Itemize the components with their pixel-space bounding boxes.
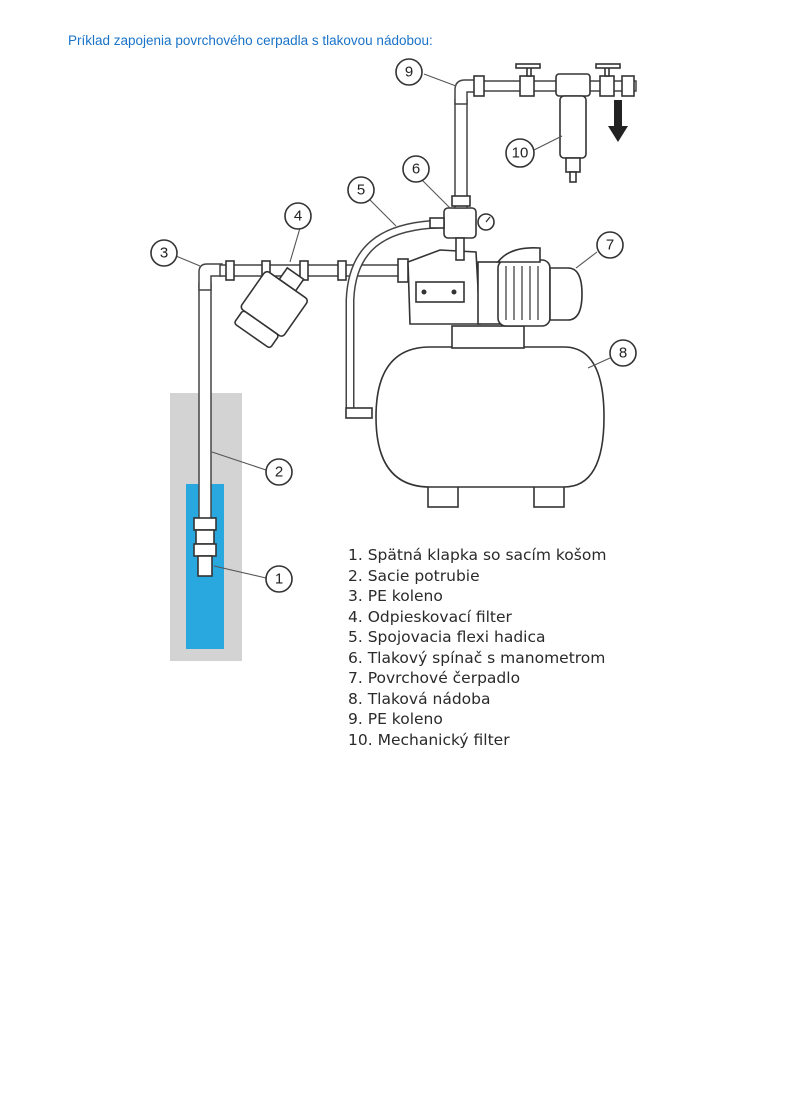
mechanical-filter: [555, 73, 591, 183]
svg-text:5: 5: [357, 182, 365, 199]
callout-8: 8: [609, 339, 637, 367]
surface-pump: [407, 246, 583, 327]
legend-item: 5. Spojovacia flexi hadica: [348, 628, 546, 646]
callout-6: 6: [402, 155, 430, 183]
delivery-riser: [454, 99, 468, 209]
callout-4: 4: [284, 202, 312, 230]
leader-7: [575, 251, 598, 269]
pe-elbow-suction: [198, 263, 223, 291]
callout-9: 9: [395, 58, 423, 86]
svg-text:10: 10: [512, 145, 529, 162]
leader-8: [587, 357, 611, 369]
legend-item: 1. Spätná klapka so sacím košom: [348, 546, 607, 564]
legend-item: 6. Tlakový spínač s manometrom: [348, 648, 606, 667]
svg-text:7: 7: [606, 237, 614, 254]
check-valve-with-strainer: [193, 517, 217, 577]
callout-3: 3: [150, 239, 178, 267]
horizontal-suction-line: [219, 264, 411, 277]
flow-direction-arrow: [608, 100, 628, 142]
leader-9: [423, 73, 457, 87]
leader-5: [369, 199, 397, 227]
callout-7: 7: [596, 231, 624, 259]
svg-text:3: 3: [160, 245, 168, 262]
leader-3: [175, 255, 201, 267]
callout-5: 5: [347, 176, 375, 204]
legend-item: 7. Povrchové čerpadlo: [348, 669, 521, 687]
svg-text:2: 2: [275, 464, 283, 481]
svg-text:9: 9: [405, 64, 413, 81]
legend-item: 4. Odpieskovací filter: [348, 607, 512, 626]
svg-text:6: 6: [412, 161, 420, 178]
svg-text:8: 8: [619, 345, 627, 362]
diagram-title: Príklad zapojenia povrchového cerpadla s…: [68, 33, 433, 48]
pressure-switch-with-gauge: [429, 207, 495, 261]
legend-item: 8. Tlaková nádoba: [348, 689, 491, 708]
leader-2: [211, 451, 267, 471]
legend-item: 2. Sacie potrubie: [348, 566, 480, 585]
svg-text:4: 4: [294, 208, 302, 225]
callout-2: 2: [265, 458, 293, 486]
callout-10: 10: [505, 138, 535, 168]
pressure-tank: [375, 325, 605, 508]
leader-4: [289, 227, 301, 263]
leader-1: [213, 565, 267, 579]
callout-1: 1: [265, 565, 293, 593]
pipe-couplings: [225, 258, 409, 283]
leader-6: [421, 179, 451, 209]
parts-legend: 1. Spätná klapka so sacím košom 2. Sacie…: [348, 545, 606, 750]
legend-item: 9. PE koleno: [348, 710, 443, 728]
legend-item: 3. PE koleno: [348, 587, 443, 605]
legend-item: 10. Mechanický filter: [348, 730, 510, 749]
leader-10: [533, 135, 563, 151]
svg-text:1: 1: [275, 571, 283, 588]
sand-filter: [234, 266, 308, 349]
